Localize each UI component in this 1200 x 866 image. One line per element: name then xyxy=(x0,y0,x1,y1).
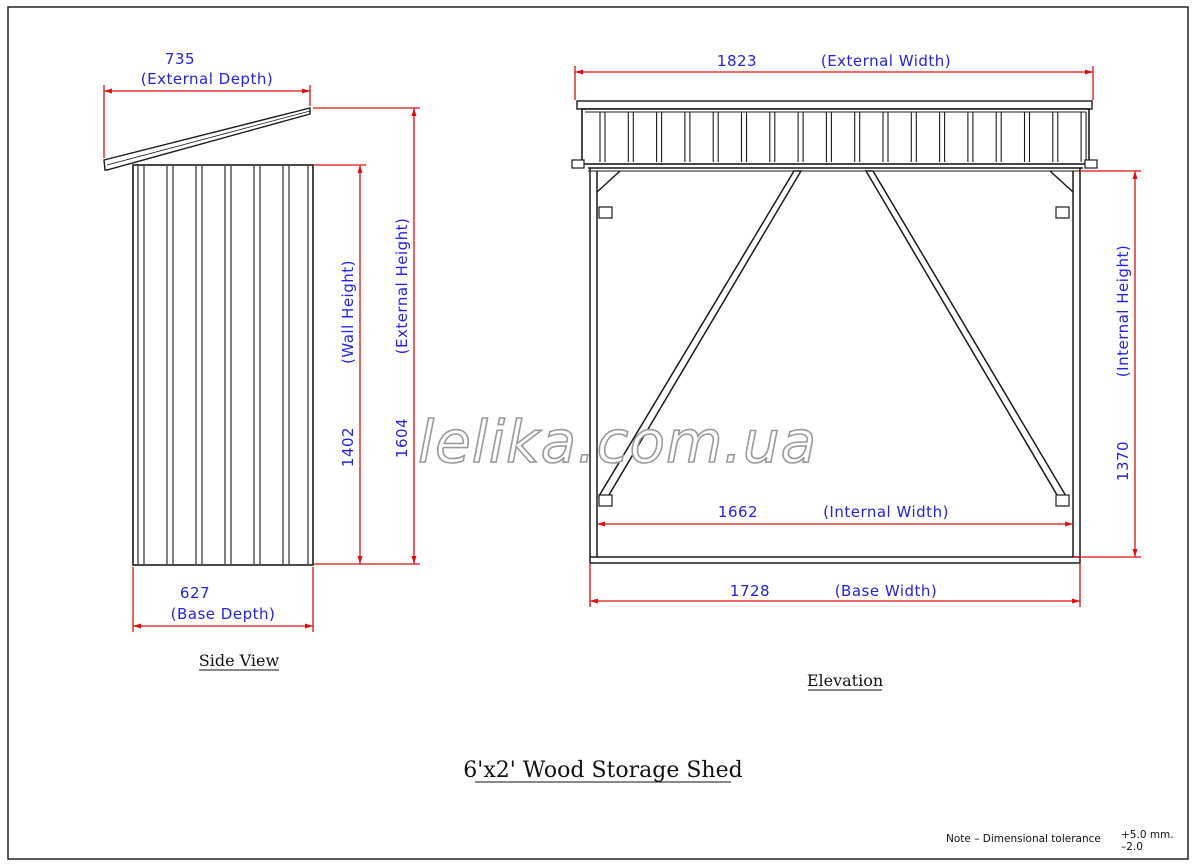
external-width-value: 1823 xyxy=(717,52,757,70)
external-width-label: (External Width) xyxy=(821,52,951,70)
drawing-title: 6'x2' Wood Storage Shed xyxy=(463,758,742,783)
frame-brackets xyxy=(598,206,1070,507)
elevation-caption: Elevation xyxy=(807,671,883,690)
wall-height-label: (Wall Height) xyxy=(339,260,357,364)
tolerance-note-text: Note – Dimensional tolerance xyxy=(946,833,1101,845)
side-view-caption: Side View xyxy=(199,651,280,670)
external-height-dimension: 1604 (External Height) xyxy=(313,107,420,565)
elevation-roof-ribs xyxy=(585,111,1087,162)
internal-width-dimension: 1662 (Internal Width) xyxy=(597,503,1073,527)
base-width-value: 1728 xyxy=(730,582,770,600)
external-height-value: 1604 xyxy=(393,418,411,458)
side-wall xyxy=(132,164,314,566)
drawing-border xyxy=(7,6,1189,860)
elevation-view: 1823 (External Width) 1662 (Internal Wid… xyxy=(571,52,1141,691)
base-width-dimension: 1728 (Base Width) xyxy=(589,563,1081,607)
tolerance-note: Note – Dimensional tolerance +5.0 mm. –2… xyxy=(946,829,1174,853)
internal-height-dimension: 1370 (Internal Height) xyxy=(1073,170,1141,558)
internal-width-value: 1662 xyxy=(718,503,758,521)
external-depth-label: (External Depth) xyxy=(141,70,273,88)
wall-height-dimension: 1402 (Wall Height) xyxy=(313,164,366,565)
internal-height-value: 1370 xyxy=(1114,441,1132,481)
base-depth-label: (Base Depth) xyxy=(171,605,276,623)
elevation-frame xyxy=(589,168,1081,564)
external-depth-value: 735 xyxy=(165,50,195,68)
external-height-label: (External Height) xyxy=(393,218,411,355)
base-depth-value: 627 xyxy=(180,584,210,602)
external-depth-dimension: 735 (External Depth) xyxy=(103,50,311,158)
base-depth-dimension: 627 (Base Depth) xyxy=(132,567,314,632)
internal-height-label: (Internal Height) xyxy=(1114,245,1132,377)
base-width-label: (Base Width) xyxy=(835,582,938,600)
tolerance-minus: –2.0 xyxy=(1121,841,1143,853)
tolerance-plus: +5.0 mm. xyxy=(1121,829,1174,841)
internal-width-label: (Internal Width) xyxy=(823,503,949,521)
side-view: 735 (External Depth) 627 (Base Depth) 14… xyxy=(103,50,420,671)
external-width-dimension: 1823 (External Width) xyxy=(574,52,1094,100)
side-wall-ribs xyxy=(137,166,309,564)
watermark: lelika.com.ua xyxy=(418,408,817,476)
wall-height-value: 1402 xyxy=(339,427,357,467)
elevation-roof xyxy=(571,100,1098,172)
side-roof xyxy=(103,107,311,171)
